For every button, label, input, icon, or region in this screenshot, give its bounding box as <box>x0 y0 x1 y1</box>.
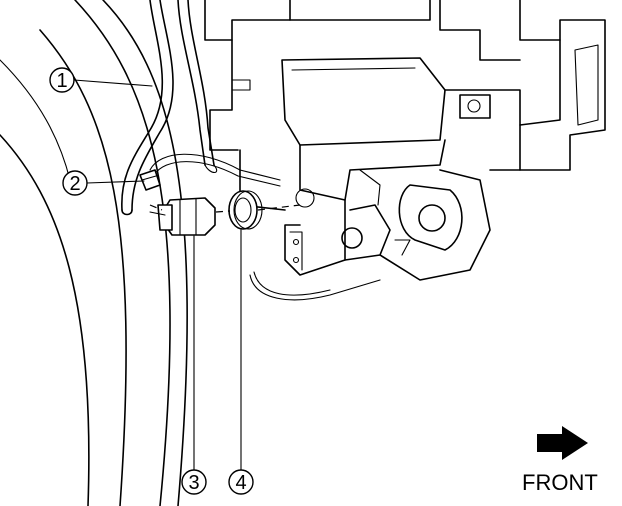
callout-2-label: 2 <box>69 173 80 195</box>
wiring-harness <box>121 0 381 301</box>
arrow-right-icon <box>537 426 588 460</box>
callout-4-label: 4 <box>235 472 246 494</box>
wheel-arc-lines <box>0 0 188 506</box>
connector <box>139 169 161 191</box>
callout-1: 1 <box>49 67 75 93</box>
installation-guide-lines <box>149 188 315 213</box>
front-direction-label: FRONT <box>522 470 598 495</box>
callout-3-label: 3 <box>188 472 199 494</box>
callout-3: 3 <box>181 469 207 495</box>
callout-4: 4 <box>228 469 254 495</box>
leader-lines <box>73 79 242 471</box>
grommet <box>228 190 263 230</box>
bulb-socket <box>149 197 216 236</box>
callout-2: 2 <box>62 170 88 196</box>
callout-1-label: 1 <box>56 70 67 92</box>
engine-block <box>204 0 606 281</box>
